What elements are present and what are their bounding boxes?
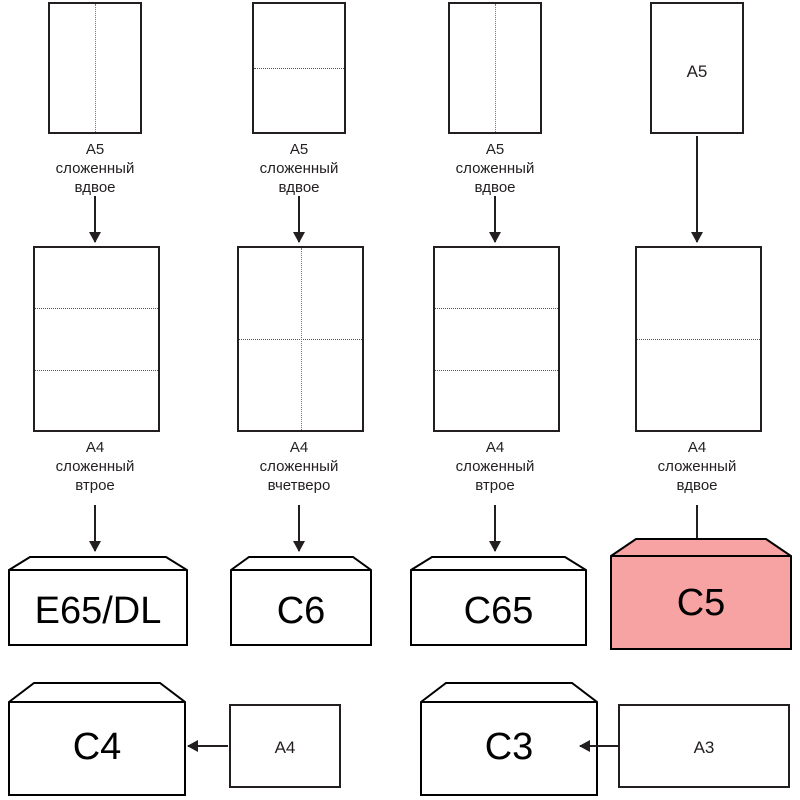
envelope-label: C4	[72, 726, 122, 768]
arrow-col1-r2-r3	[94, 505, 96, 551]
arrow-a3-to-c3	[580, 745, 620, 747]
sheet-a5-col2	[252, 2, 346, 134]
caption-line: вчетверо	[267, 477, 331, 494]
envelope-label: C6	[276, 590, 326, 632]
caption-col2-top: A5 сложенный вдвое	[260, 140, 339, 197]
sheet-a4-col2	[237, 246, 364, 432]
fold-line-vertical	[300, 248, 302, 430]
sheet-label-a4: A4	[274, 738, 296, 757]
envelope-e65-dl[interactable]: E65/DL	[8, 556, 188, 646]
caption-line: сложенный	[657, 458, 737, 475]
sheet-a5-col4: A5	[650, 2, 744, 134]
envelope-label: E65/DL	[34, 590, 162, 632]
envelope-shape-icon	[230, 556, 372, 646]
caption-line: сложенный	[55, 458, 135, 475]
sheet-a4-col4	[635, 246, 762, 432]
caption-line: вдвое	[74, 179, 116, 196]
fold-line-vertical	[495, 4, 496, 132]
sheet-a5-col3	[448, 2, 542, 134]
caption-line: A4	[85, 439, 105, 456]
sheet-a3-bottom: A3	[618, 704, 790, 788]
sheet-a5-col1	[48, 2, 142, 134]
envelope-shape-icon	[410, 556, 587, 646]
caption-line: вдвое	[676, 477, 718, 494]
sheet-a4-bottom: A4	[229, 704, 341, 788]
sheet-a4-col3	[433, 246, 560, 432]
caption-col1-top: A5 сложенный вдвое	[56, 140, 135, 197]
arrow-col4-r1-r2	[696, 136, 698, 242]
envelope-label: C65	[463, 590, 534, 632]
sheet-label-a3: A3	[693, 738, 715, 757]
caption-line: A5	[85, 141, 105, 158]
caption-line: A4	[687, 439, 707, 456]
caption-line: сложенный	[455, 160, 535, 177]
caption-line: вдвое	[278, 179, 320, 196]
envelope-shape-icon	[610, 538, 792, 650]
envelope-label: C5	[676, 582, 726, 624]
caption-col1-mid: A4 сложенный втрое	[56, 438, 135, 495]
arrow-col3-r2-r3	[494, 505, 496, 551]
caption-line: втрое	[475, 477, 515, 494]
caption-line: сложенный	[259, 458, 339, 475]
sheet-label-a5: A5	[686, 62, 708, 81]
arrow-col2-r1-r2	[298, 196, 300, 242]
envelope-shape-icon	[8, 682, 186, 796]
sheet-a4-col1	[33, 246, 160, 432]
envelope-c5[interactable]: C5	[610, 538, 792, 650]
arrow-col1-r1-r2	[94, 196, 96, 242]
caption-line: втрое	[75, 477, 115, 494]
caption-line: A4	[289, 439, 309, 456]
envelope-c65[interactable]: C65	[410, 556, 587, 646]
envelope-c3[interactable]: C3	[420, 682, 598, 796]
fold-line-horizontal	[35, 308, 158, 310]
caption-line: A4	[485, 439, 505, 456]
arrow-col4-r2-r3	[696, 505, 698, 551]
envelope-shape-icon	[8, 556, 188, 646]
caption-line: вдвое	[474, 179, 516, 196]
caption-line: сложенный	[55, 160, 135, 177]
fold-line-horizontal	[435, 369, 558, 371]
envelope-c4[interactable]: C4	[8, 682, 186, 796]
envelope-label: C3	[484, 726, 534, 768]
envelope-c6[interactable]: C6	[230, 556, 372, 646]
caption-line: сложенный	[455, 458, 535, 475]
arrow-col3-r1-r2	[494, 196, 496, 242]
envelope-shape-icon	[420, 682, 598, 796]
arrow-a4-to-c4	[188, 745, 228, 747]
fold-line-horizontal	[435, 308, 558, 310]
caption-col2-mid: A4 сложенный вчетверо	[260, 438, 339, 495]
caption-line: A5	[485, 141, 505, 158]
caption-line: сложенный	[259, 160, 339, 177]
caption-col4-mid: A4 сложенный вдвое	[658, 438, 737, 495]
caption-line: A5	[289, 141, 309, 158]
caption-col3-mid: A4 сложенный втрое	[456, 438, 535, 495]
caption-col3-top: A5 сложенный вдвое	[456, 140, 535, 197]
fold-line-horizontal	[35, 369, 158, 371]
fold-line-horizontal	[637, 339, 760, 340]
arrow-col2-r2-r3	[298, 505, 300, 551]
fold-line-horizontal	[254, 68, 344, 69]
fold-line-vertical	[95, 4, 96, 132]
